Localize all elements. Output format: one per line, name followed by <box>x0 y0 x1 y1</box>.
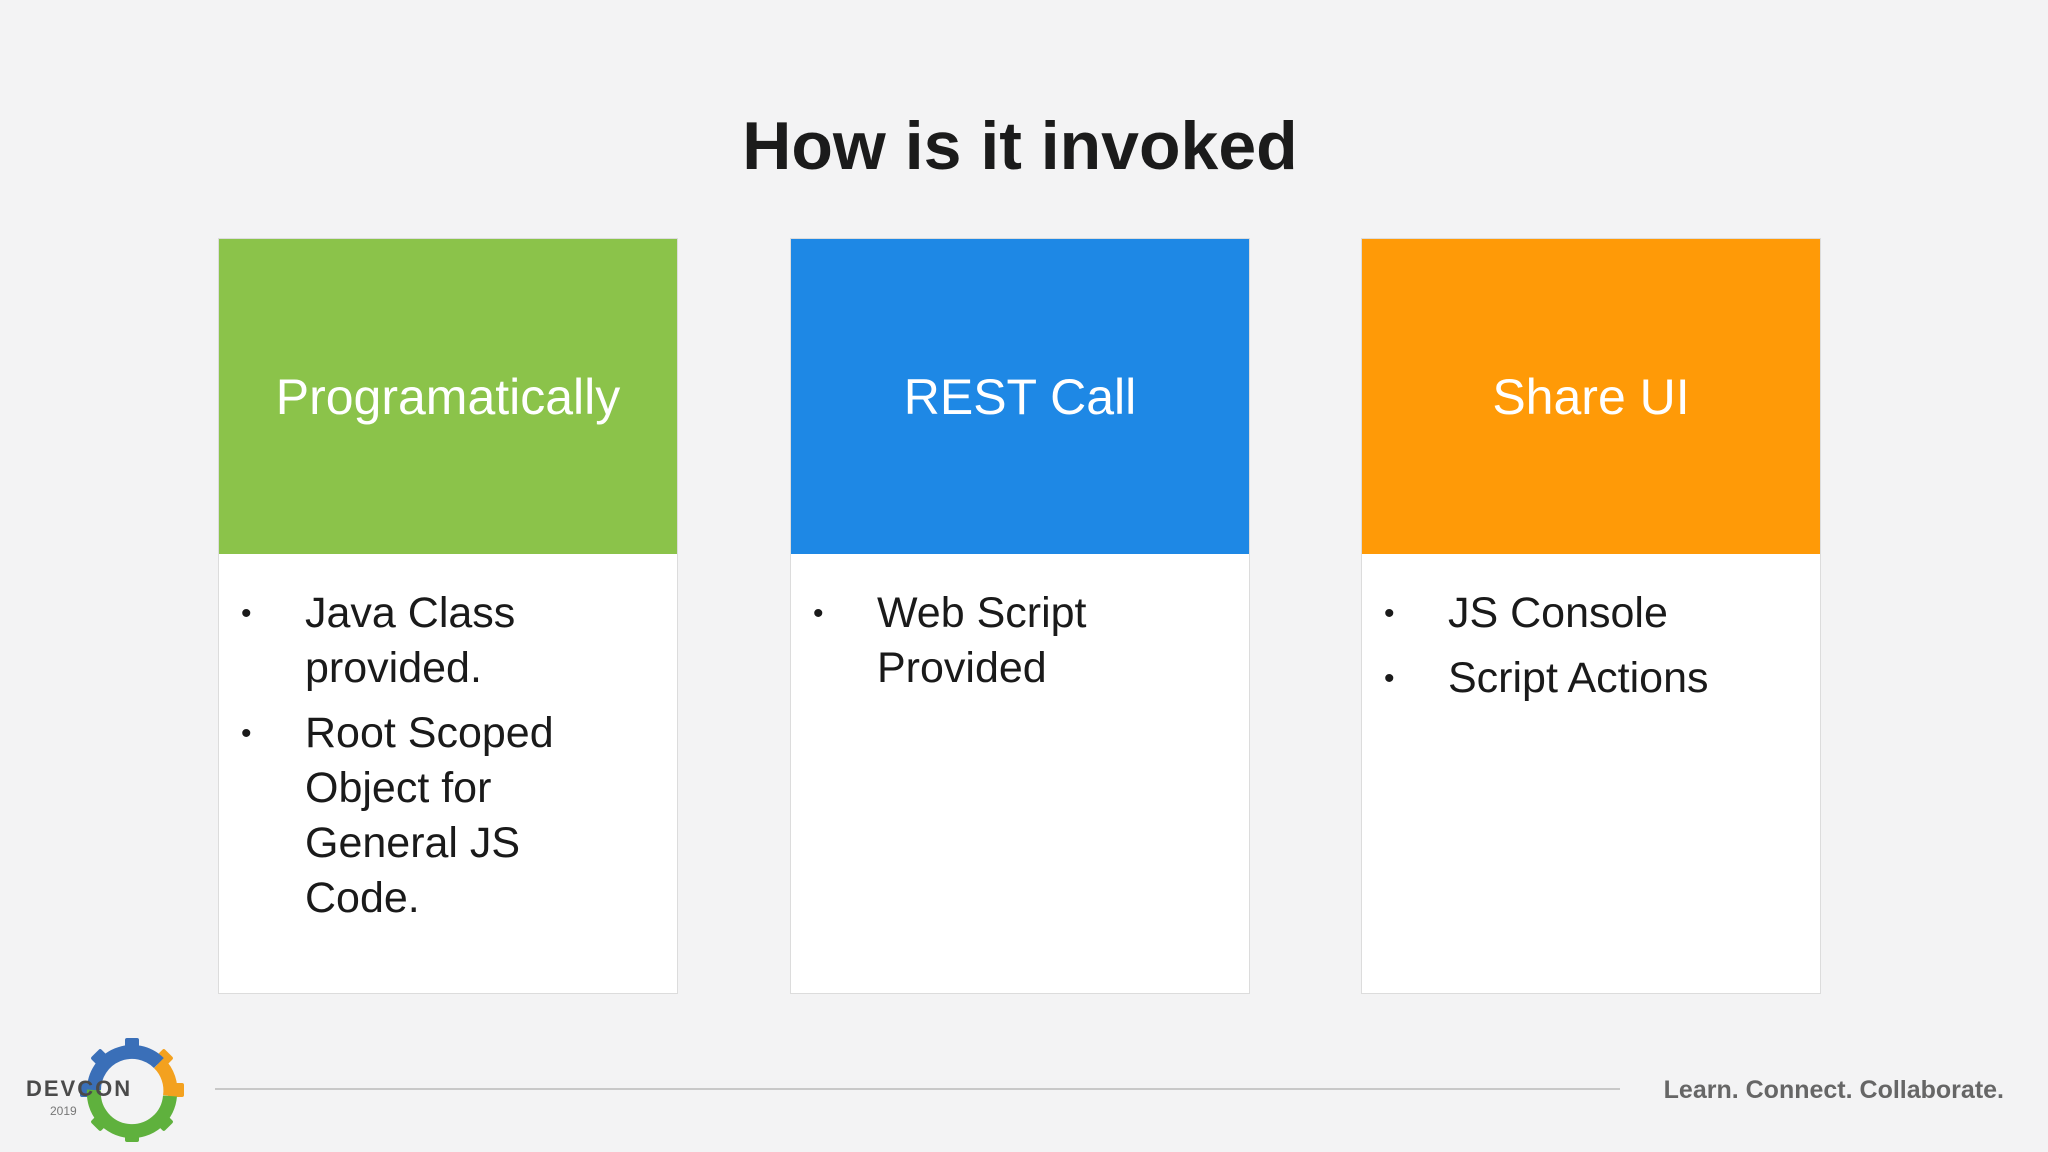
card-header: Programatically <box>219 239 677 554</box>
footer-tagline: Learn. Connect. Collaborate. <box>1663 1076 2004 1104</box>
card-list: • JS Console • Script Actions <box>1362 554 1820 706</box>
slide-title: How is it invoked <box>742 108 1298 184</box>
list-item-text: Java Class provided. <box>305 589 516 692</box>
card-list: • Web Script Provided <box>791 554 1249 696</box>
card-header: Share UI <box>1362 239 1820 554</box>
bullet-icon: • <box>241 597 252 630</box>
gear-icon <box>80 1038 184 1142</box>
bullet-icon: • <box>241 717 252 750</box>
list-item: • Script Actions <box>1384 651 1780 706</box>
list-item: • Root Scoped Object for General JS Code. <box>241 706 637 926</box>
list-item: • JS Console <box>1384 586 1780 641</box>
list-item: • Web Script Provided <box>813 586 1209 696</box>
footer-divider <box>215 1088 1620 1090</box>
card-share-ui: Share UI • JS Console • Script Actions <box>1361 238 1821 994</box>
card-rest-call: REST Call • Web Script Provided <box>790 238 1250 994</box>
card-list: • Java Class provided. • Root Scoped Objec… <box>219 554 677 926</box>
list-item-text: Web Script Provided <box>877 589 1087 692</box>
list-item-text: Root Scoped Object for General JS Code. <box>305 709 554 922</box>
list-item: • Java Class provided. <box>241 586 637 696</box>
logo-year: 2019 <box>50 1104 77 1118</box>
list-item-text: JS Console <box>1448 589 1668 637</box>
logo-wordmark: DEVCON <box>26 1076 133 1101</box>
list-item-text: Script Actions <box>1448 654 1709 702</box>
bullet-icon: • <box>1384 597 1395 630</box>
bullet-icon: • <box>1384 662 1395 695</box>
bullet-icon: • <box>813 597 824 630</box>
devcon-logo: DEVCON 2019 <box>22 1032 184 1148</box>
card-programatically: Programatically • Java Class provided. • R… <box>218 238 678 994</box>
card-header: REST Call <box>791 239 1249 554</box>
